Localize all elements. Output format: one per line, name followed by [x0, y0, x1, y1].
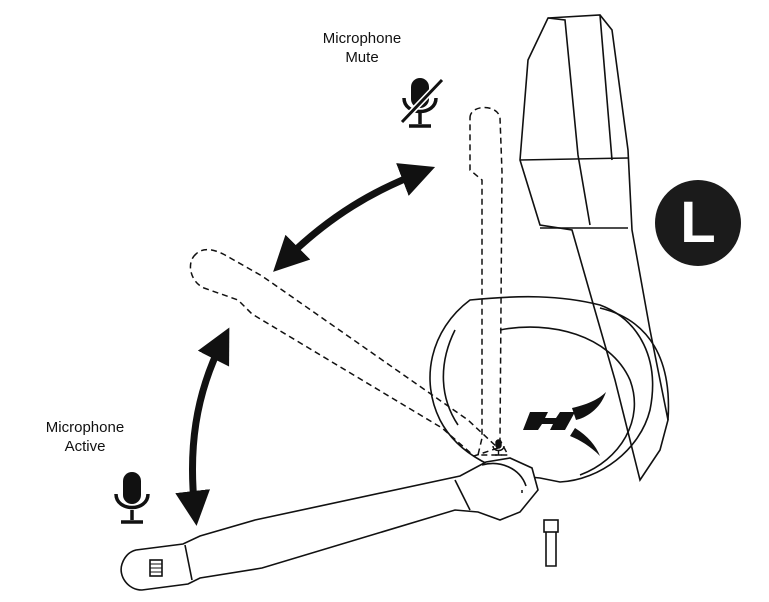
- label-active-line-2: Active: [64, 438, 106, 455]
- rotation-arrow-lower: [175, 327, 230, 526]
- left-side-badge: L: [655, 180, 741, 266]
- hinge-mic-icon: [492, 439, 505, 456]
- ear-cup: [429, 295, 670, 483]
- microphone-icon: [114, 472, 150, 524]
- microphone-muted-icon: [399, 77, 445, 128]
- headband: [519, 14, 669, 482]
- mic-boom-active: [120, 457, 539, 591]
- label-mute-line-1: Microphone: [322, 30, 402, 47]
- cable: [543, 519, 559, 567]
- label-mute-line-2: Mute: [345, 49, 379, 66]
- mic-boom-middle-position: [189, 248, 500, 457]
- mic-boom-mute-position: [469, 106, 510, 456]
- label-microphone-mute: Microphone Mute: [292, 29, 432, 67]
- hx-logo: [523, 392, 606, 456]
- label-microphone-active: Microphone Active: [15, 418, 155, 456]
- rotation-arrow-upper: [273, 163, 436, 272]
- label-active-line-1: Microphone: [45, 419, 125, 436]
